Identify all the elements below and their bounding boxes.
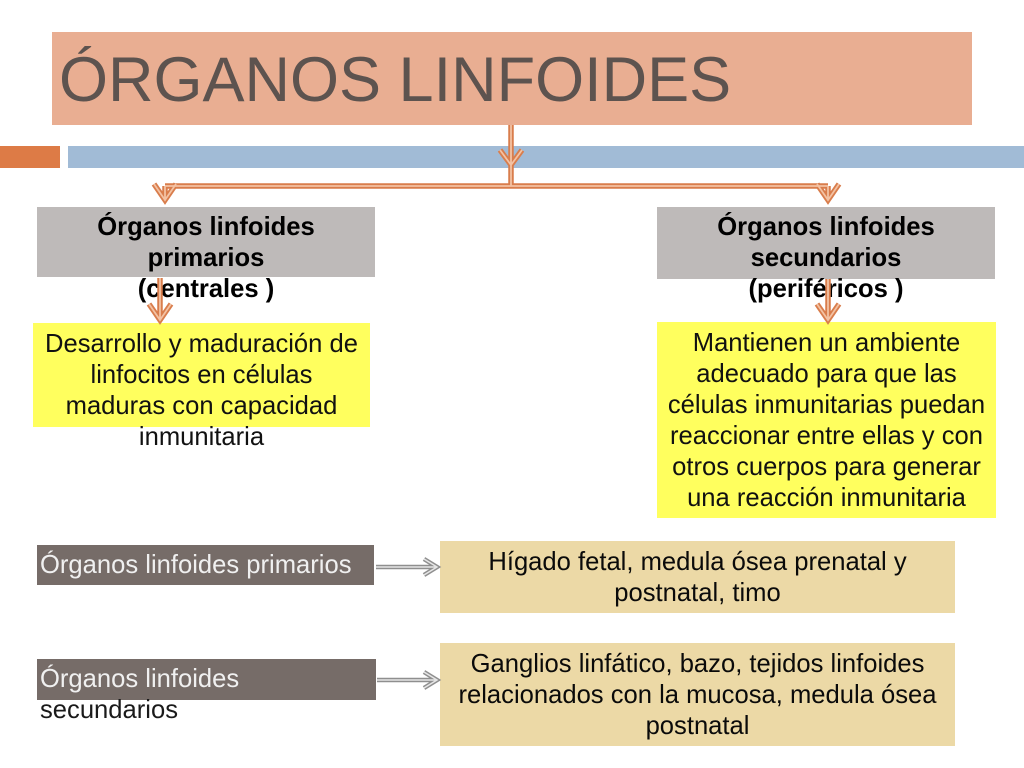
- label-line: Órganos linfoides: [40, 665, 240, 693]
- secondary-examples-arrow-core: [377, 671, 439, 689]
- secondary-examples-box: Ganglios linfático, bazo, tejidos linfoi…: [440, 643, 955, 746]
- primary-organs-heading-box: Órganos linfoides primarios (centrales ): [37, 207, 375, 303]
- description-line: una reacción inmunitaria: [687, 484, 966, 512]
- primary-examples-label: Órganos linfoides primarios: [40, 550, 374, 581]
- secondary-examples-text: Ganglios linfático, bazo, tejidos linfoi…: [440, 649, 955, 742]
- primary-examples-text: Hígado fetal, medula ósea prenatal y pos…: [440, 547, 955, 609]
- secondary-examples-label-box: Órganos linfoides secundarios: [37, 659, 376, 724]
- secondary-examples-arrow: [377, 670, 442, 690]
- accent-bar-orange: [0, 146, 60, 168]
- primary-examples-box: Hígado fetal, medula ósea prenatal y pos…: [440, 541, 955, 613]
- secondary-organs-description-box: Mantienen un ambiente adecuado para que …: [657, 322, 996, 518]
- heading-line: secundarios: [750, 244, 902, 272]
- description-line: adecuado para que las: [696, 360, 957, 388]
- description-line: reaccionar entre ellas y con: [670, 422, 983, 450]
- primary-organs-heading: Órganos linfoides primarios (centrales ): [37, 212, 375, 305]
- label-line: Órganos linfoides primarios: [40, 551, 352, 579]
- detail-line: relacionados con la mucosa, medula ósea: [458, 681, 937, 709]
- heading-line: (centrales ): [137, 275, 275, 303]
- accent-bar-blue: [68, 146, 1024, 168]
- description-line: inmunitaria: [138, 423, 265, 451]
- title-bar: ÓRGANOS LINFOIDES: [52, 32, 972, 125]
- detail-line: postnatal, timo: [614, 579, 781, 607]
- description-line: otros cuerpos para generar: [672, 453, 981, 481]
- primary-branch-arrow-core: [153, 183, 177, 202]
- primary-examples-arrow-core: [376, 558, 439, 576]
- secondary-organs-description: Mantienen un ambiente adecuado para que …: [657, 328, 996, 514]
- description-line: linfocitos en células: [90, 361, 313, 389]
- description-line: Mantienen un ambiente: [692, 329, 961, 357]
- secondary-organs-heading: Órganos linfoides secundarios (periféric…: [657, 212, 995, 305]
- heading-line: Órganos linfoides: [717, 213, 935, 241]
- secondary-branch-arrow-core: [816, 183, 840, 202]
- primary-examples-arrow: [376, 557, 442, 577]
- label-line: secundarios: [40, 696, 179, 724]
- primary-organs-description-box: Desarrollo y maduración de linfocitos en…: [33, 323, 370, 451]
- secondary-branch-arrow: [814, 182, 842, 205]
- secondary-organs-heading-box: Órganos linfoides secundarios (periféric…: [657, 207, 995, 303]
- primary-examples-label-box: Órganos linfoides primarios: [37, 545, 374, 585]
- detail-line: postnatal: [645, 712, 750, 740]
- heading-line: (periféricos ): [748, 275, 904, 303]
- detail-line: Hígado fetal, medula ósea prenatal y: [488, 548, 907, 576]
- detail-line: Ganglios linfático, bazo, tejidos linfoi…: [470, 650, 925, 678]
- secondary-examples-label: Órganos linfoides secundarios: [40, 664, 376, 726]
- example-connectors: [376, 557, 442, 690]
- slide-title: ÓRGANOS LINFOIDES: [59, 45, 732, 115]
- primary-branch-arrow: [151, 182, 179, 205]
- primary-organs-description: Desarrollo y maduración de linfocitos en…: [33, 329, 370, 453]
- description-line: maduras con capacidad: [65, 392, 338, 420]
- heading-line: Órganos linfoides: [97, 213, 315, 241]
- heading-line: primarios: [147, 244, 265, 272]
- description-line: Desarrollo y maduración de: [45, 330, 358, 358]
- description-line: células inmunitarias puedan: [667, 391, 986, 419]
